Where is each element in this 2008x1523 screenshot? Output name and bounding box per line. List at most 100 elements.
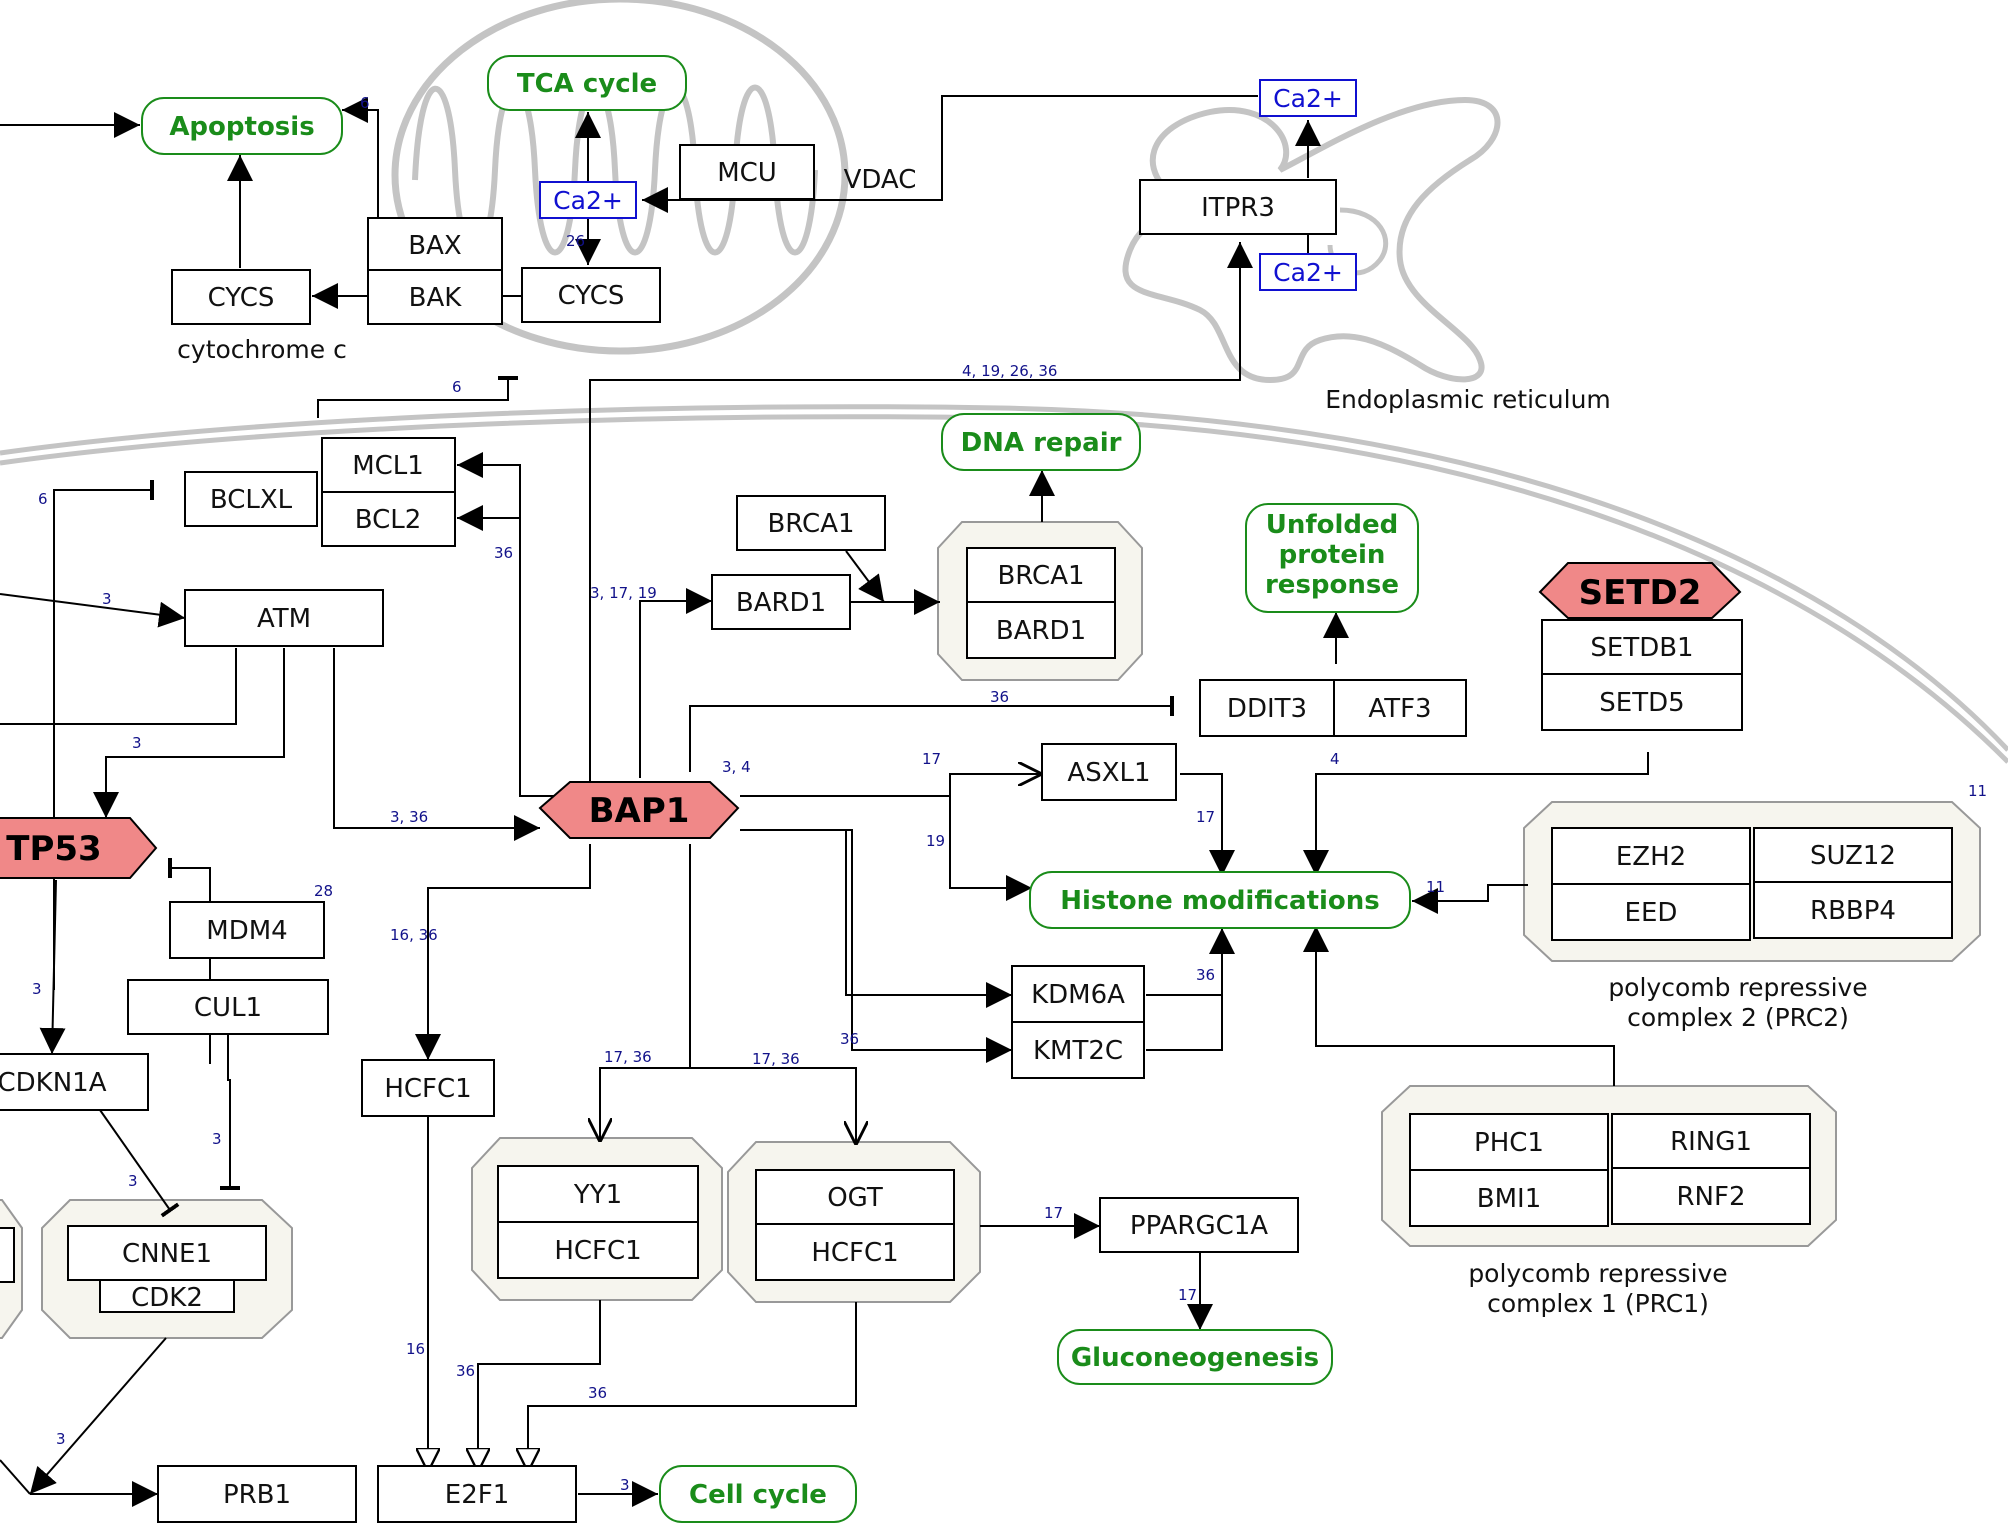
label-ddit3: DDIT3	[1227, 694, 1307, 724]
ref-36kmt: 36	[840, 1030, 859, 1048]
label-rbbp4: RBBP4	[1810, 896, 1896, 926]
label-ogt: OGT	[827, 1183, 883, 1213]
box-mcl1[interactable]	[321, 437, 456, 493]
box-setd5[interactable]	[1541, 673, 1743, 731]
label-er: Endoplasmic reticulum	[1325, 385, 1611, 414]
label-bcl2: BCL2	[355, 505, 422, 535]
box-cdk2[interactable]	[99, 1279, 235, 1313]
ref-28: 28	[314, 882, 333, 900]
node-cellcycle[interactable]	[659, 1465, 857, 1523]
label-kdm6a: KDM6A	[1031, 980, 1125, 1010]
label-brca1: BRCA1	[767, 509, 854, 539]
box-prb1[interactable]	[157, 1465, 357, 1523]
box-ca-mito[interactable]	[539, 181, 637, 219]
box-atf3[interactable]	[1333, 679, 1467, 737]
box-cnne1[interactable]	[67, 1225, 267, 1281]
box-cul1[interactable]	[127, 979, 329, 1035]
ref-1736a: 17, 36	[604, 1048, 652, 1066]
box-bmi1[interactable]	[1409, 1169, 1609, 1227]
ref-cdk3: 3	[128, 1172, 138, 1190]
label-setd5: SETD5	[1599, 688, 1684, 718]
label-itpr3: ITPR3	[1201, 193, 1275, 223]
label-prc2-2: complex 2 (PRC2)	[1627, 1003, 1849, 1032]
label-bard1: BARD1	[736, 588, 826, 618]
label-hcfc1: HCFC1	[384, 1074, 471, 1104]
label-cdkn1a: CDKN1A	[0, 1068, 107, 1098]
box-phc1[interactable]	[1409, 1113, 1609, 1171]
label-cellcycle: Cell cycle	[689, 1480, 827, 1510]
ref-1736b: 17, 36	[752, 1050, 800, 1068]
box-bcl2[interactable]	[321, 491, 456, 547]
box-e2f1[interactable]	[377, 1465, 577, 1523]
box-bard1[interactable]	[711, 574, 851, 630]
box-asxl1[interactable]	[1041, 743, 1177, 801]
box-eed[interactable]	[1551, 883, 1751, 941]
box-ppargc1a[interactable]	[1099, 1197, 1299, 1253]
box-ring1[interactable]	[1611, 1113, 1811, 1169]
box-bax[interactable]	[367, 217, 503, 271]
ref-left3: 3	[56, 1430, 66, 1448]
box-ogt[interactable]	[755, 1169, 955, 1225]
box-rbbp4[interactable]	[1753, 881, 1953, 939]
box-mdm4[interactable]	[169, 901, 325, 959]
box-hcfc1[interactable]	[361, 1059, 495, 1117]
label-upr-2: protein	[1279, 540, 1386, 570]
label-bmi1: BMI1	[1477, 1184, 1541, 1214]
ref-cul3: 3	[212, 1130, 222, 1148]
box-brca1-cx[interactable]	[966, 547, 1116, 603]
box-kmt2c[interactable]	[1011, 1021, 1145, 1079]
node-apoptosis[interactable]	[141, 97, 343, 155]
ref-36e2f-b: 36	[588, 1384, 607, 1402]
label-ca-er-bot: Ca2+	[1273, 258, 1343, 287]
node-gluco[interactable]	[1057, 1329, 1333, 1385]
label-hcfc1-ogt: HCFC1	[811, 1238, 898, 1268]
box-kdm6a[interactable]	[1011, 965, 1145, 1023]
box-bard1-cx[interactable]	[966, 601, 1116, 659]
label-histone: Histone modifications	[1060, 886, 1380, 916]
box-brca1[interactable]	[736, 495, 886, 551]
box-cycs-mito[interactable]	[521, 267, 661, 323]
ref-19: 19	[926, 832, 945, 850]
ref-36kdm: 36	[1196, 966, 1215, 984]
box-setdb1[interactable]	[1541, 619, 1743, 675]
label-mcu: MCU	[717, 158, 777, 188]
box-ca-er-top[interactable]	[1259, 79, 1357, 117]
label-prc1-1: polycomb repressive	[1468, 1259, 1727, 1288]
label-cul1: CUL1	[194, 993, 262, 1023]
label-ezh2: EZH2	[1616, 842, 1686, 872]
box-mcu[interactable]	[679, 144, 815, 200]
ref-34: 3, 4	[722, 758, 751, 776]
hex-bap1[interactable]	[538, 781, 740, 839]
box-bclxl[interactable]	[184, 471, 318, 527]
hex-setd2[interactable]	[1538, 562, 1742, 619]
box-hcfc1-yy1[interactable]	[497, 1221, 699, 1279]
node-tca[interactable]	[487, 55, 687, 111]
box-cycs-cyto[interactable]	[171, 269, 311, 325]
label-gluco: Gluconeogenesis	[1071, 1343, 1319, 1373]
label-e2f1: E2F1	[445, 1480, 509, 1510]
ref-tp53-3: 3	[132, 734, 142, 752]
box-ca-er-bot[interactable]	[1259, 253, 1357, 291]
label-prc1-2: complex 1 (PRC1)	[1487, 1289, 1709, 1318]
ref-apop: 6	[360, 94, 370, 112]
box-suz12[interactable]	[1753, 827, 1953, 883]
box-yy1[interactable]	[497, 1165, 699, 1223]
ref-36ddit: 36	[990, 688, 1009, 706]
box-hcfc1-ogt[interactable]	[755, 1223, 955, 1281]
node-upr[interactable]	[1245, 503, 1419, 613]
box-rnf2[interactable]	[1611, 1167, 1811, 1225]
hex-tp53[interactable]	[0, 817, 158, 879]
ref-336: 3, 36	[390, 808, 428, 826]
label-setdb1: SETDB1	[1590, 633, 1693, 663]
label-prb1: PRB1	[223, 1480, 291, 1510]
box-cdkn1a[interactable]	[0, 1053, 149, 1111]
node-dna-repair[interactable]	[941, 413, 1141, 471]
box-bak[interactable]	[367, 269, 503, 325]
label-cycs-mito: CYCS	[558, 281, 625, 311]
box-itpr3[interactable]	[1139, 179, 1337, 235]
node-histone[interactable]	[1029, 871, 1411, 929]
ref-17a: 17	[922, 750, 941, 768]
box-atm[interactable]	[184, 589, 384, 647]
label-ca-mito: Ca2+	[553, 186, 623, 215]
ref-bcl6: 6	[452, 378, 462, 396]
